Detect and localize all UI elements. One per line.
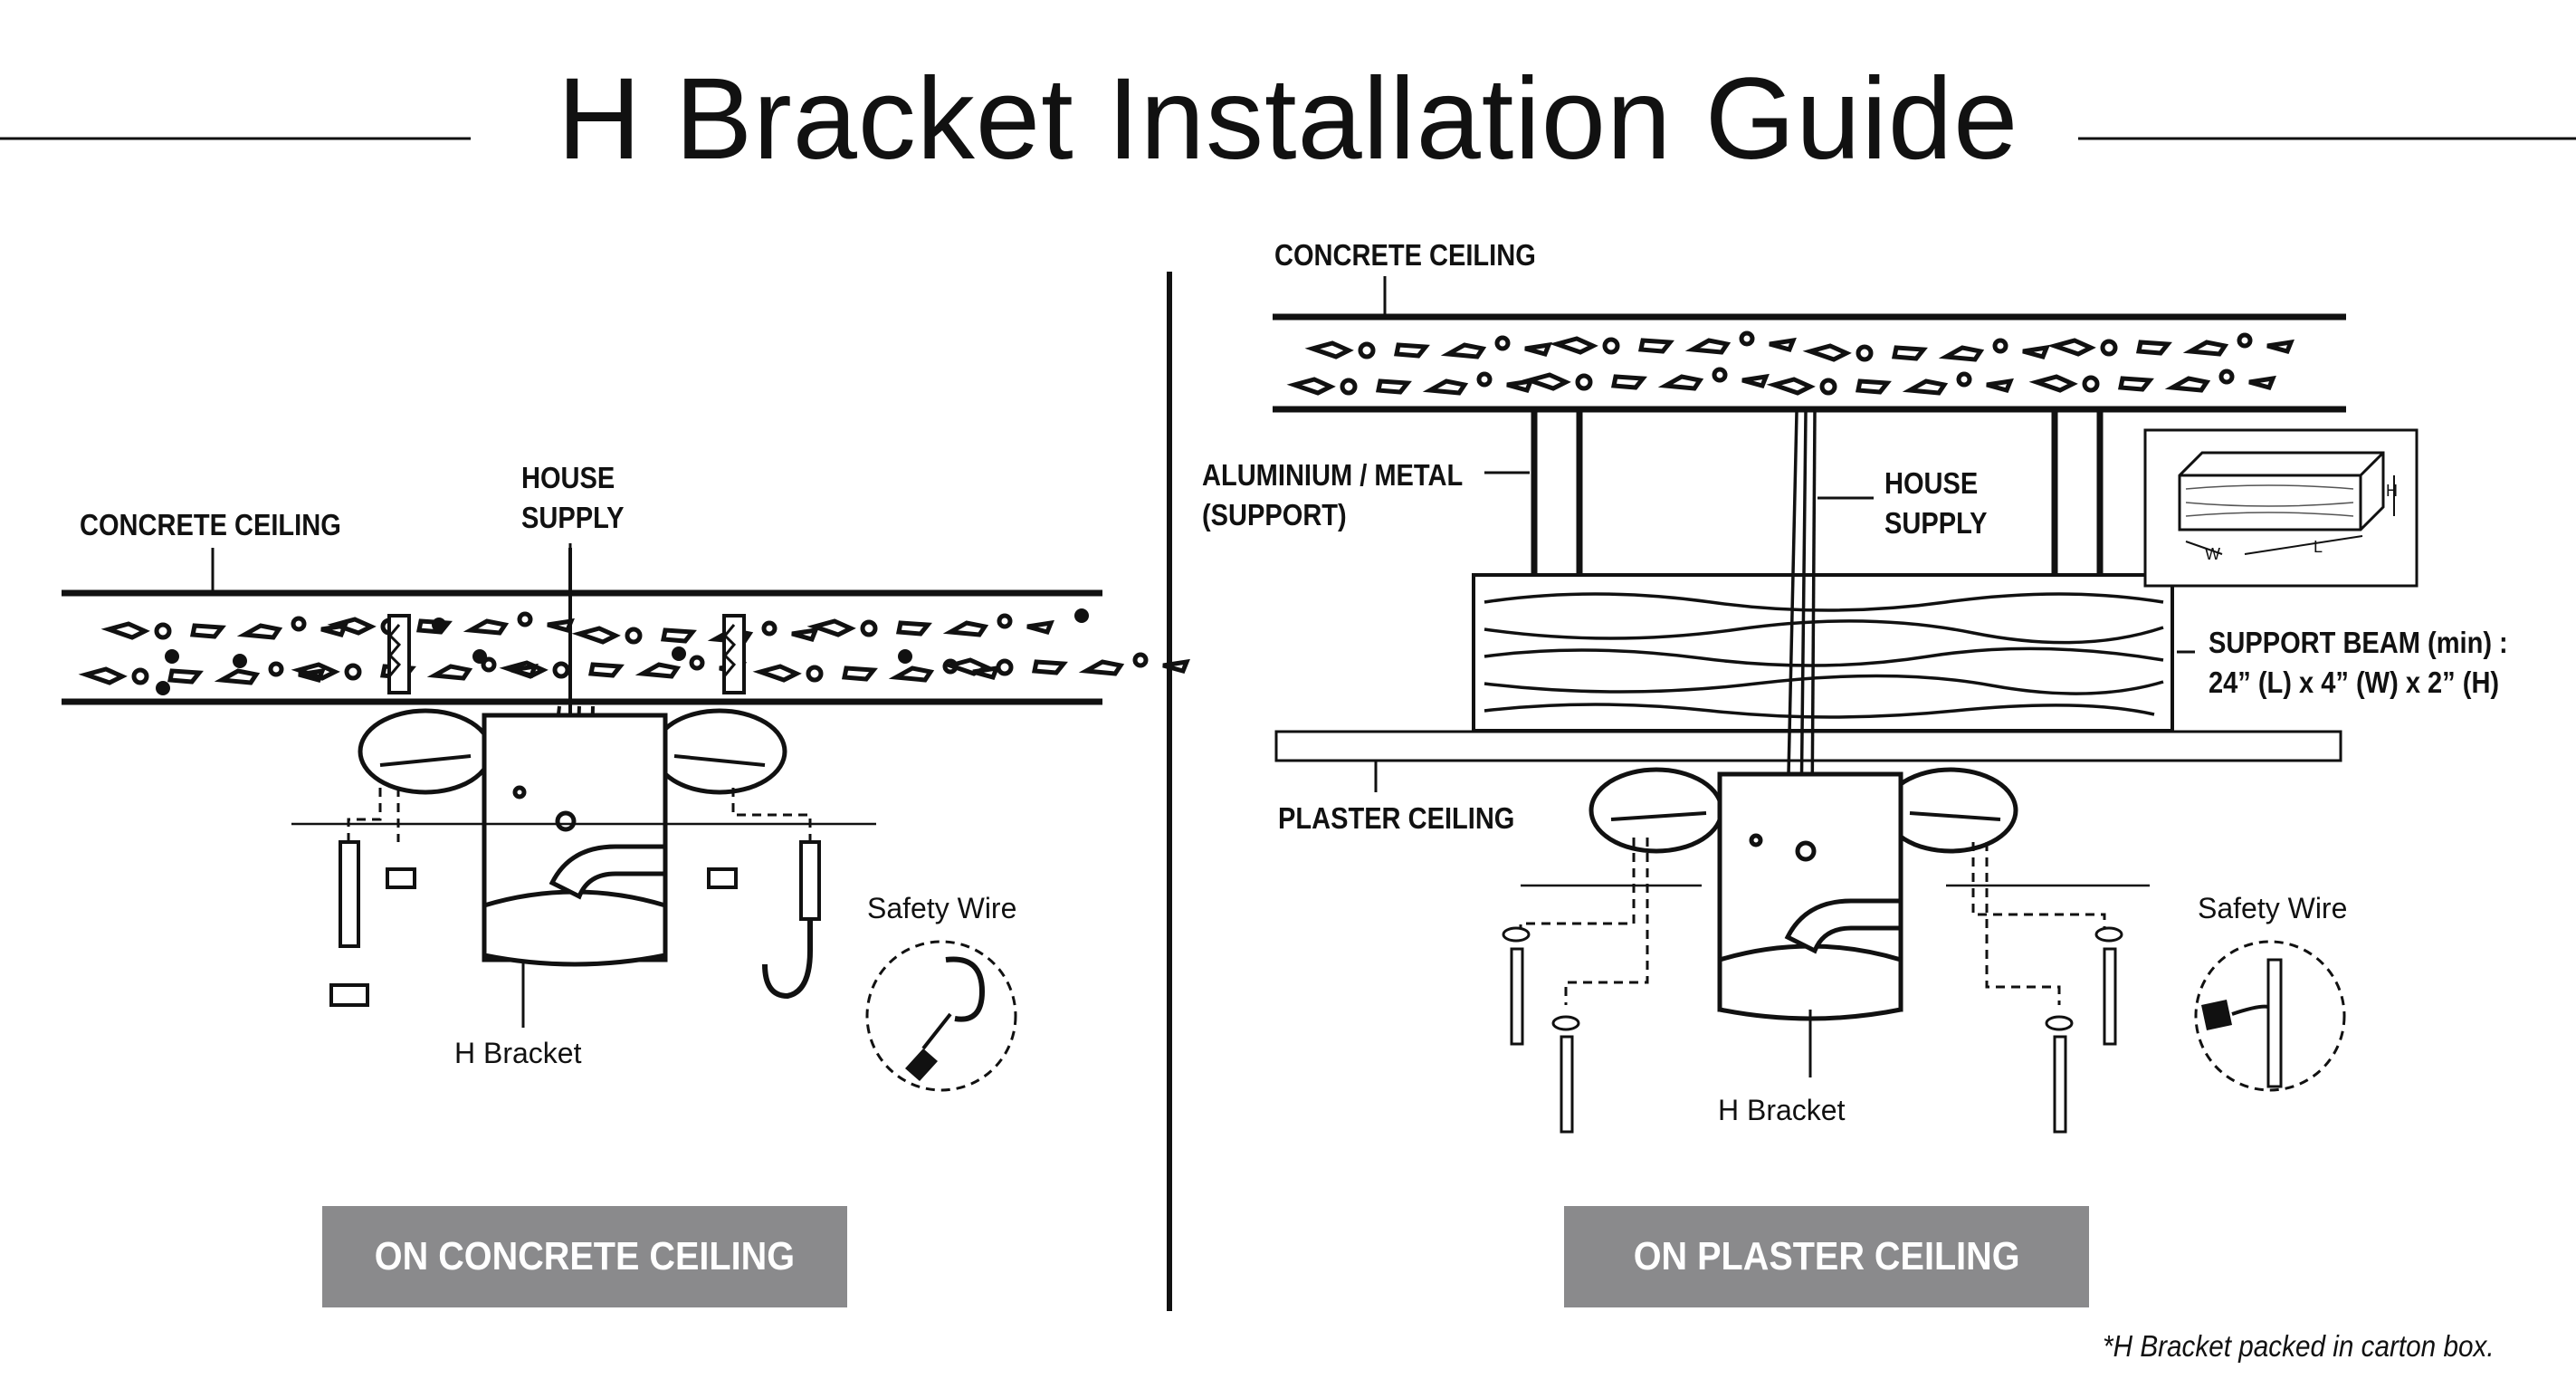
right-house-supply-wires bbox=[1786, 411, 1817, 816]
right-concrete-slab bbox=[1273, 276, 2346, 413]
right-h-bracket bbox=[1589, 767, 2018, 1021]
right-safety-wire-label: Safety Wire bbox=[2198, 892, 2348, 924]
left-house-supply-label-line2: SUPPLY bbox=[521, 501, 625, 534]
right-dashed-guides bbox=[1519, 838, 2106, 1005]
left-h-bracket bbox=[358, 708, 787, 967]
right-house-supply-label-line2: SUPPLY bbox=[1884, 506, 1988, 540]
beam-dim-h: H bbox=[2386, 482, 2398, 500]
left-concrete-ceiling-label: CONCRETE CEILING bbox=[80, 508, 341, 541]
left-anchor-bolts bbox=[329, 840, 821, 1007]
left-dashed-guides bbox=[347, 788, 812, 842]
footnote: *H Bracket packed in carton box. bbox=[2103, 1329, 2495, 1363]
right-beam-dimension-box bbox=[2143, 428, 2419, 588]
right-screws bbox=[1502, 926, 2123, 1134]
left-safety-wire-detail bbox=[865, 940, 1017, 1092]
on-plaster-ceiling-badge: ON PLASTER CEILING bbox=[1564, 1206, 2089, 1307]
support-beam-label-line1: SUPPORT BEAM (min) : bbox=[2209, 626, 2508, 659]
page-title: H Bracket Installation Guide bbox=[557, 54, 2019, 184]
right-house-supply-label-line1: HOUSE bbox=[1884, 466, 1979, 500]
right-safety-wire-detail bbox=[2194, 940, 2346, 1092]
on-plaster-ceiling-text: ON PLASTER CEILING bbox=[1633, 1234, 2020, 1278]
beam-dim-w: W bbox=[2205, 545, 2220, 563]
plaster-ceiling-label: PLASTER CEILING bbox=[1278, 801, 1515, 835]
support-beam-label-line2: 24” (L) x 4” (W) x 2” (H) bbox=[2209, 665, 2500, 699]
on-concrete-ceiling-text: ON CONCRETE CEILING bbox=[374, 1234, 796, 1278]
right-support-beam bbox=[1472, 573, 2174, 733]
right-concrete-ceiling-label: CONCRETE CEILING bbox=[1274, 238, 1536, 272]
left-concrete-slab bbox=[62, 589, 1187, 705]
right-metal-supports bbox=[1531, 412, 2104, 575]
beam-dim-l: L bbox=[2314, 538, 2323, 556]
right-support-label-line1: ALUMINIUM / METAL bbox=[1202, 458, 1464, 492]
right-plaster-ceiling bbox=[1274, 730, 2342, 792]
left-safety-wire-label: Safety Wire bbox=[867, 892, 1017, 924]
right-h-bracket-label: H Bracket bbox=[1718, 1094, 1846, 1126]
left-house-supply-label-line1: HOUSE bbox=[521, 461, 615, 494]
right-support-label-line2: (SUPPORT) bbox=[1202, 498, 1347, 531]
left-h-bracket-label: H Bracket bbox=[454, 1037, 582, 1069]
left-safety-hook bbox=[762, 919, 813, 1000]
on-concrete-ceiling-badge: ON CONCRETE CEILING bbox=[322, 1206, 847, 1307]
